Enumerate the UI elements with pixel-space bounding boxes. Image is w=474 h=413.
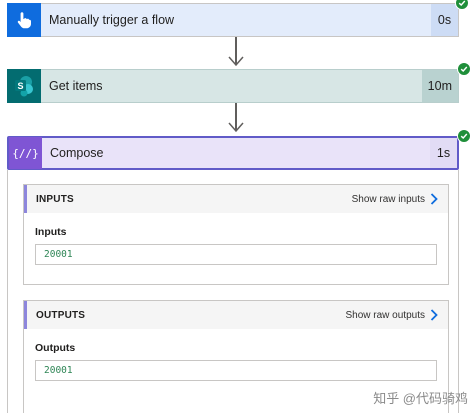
- show-raw-label: Show raw outputs: [345, 309, 426, 321]
- compose-icon-glyph: {∕∕}: [12, 146, 39, 160]
- chevron-right-icon: [430, 193, 438, 205]
- step-title: Get items: [49, 79, 103, 93]
- show-raw-outputs-link[interactable]: Show raw outputs: [346, 309, 439, 321]
- sharepoint-icon: S: [7, 69, 41, 103]
- step-compose[interactable]: {∕∕} Compose 1s: [7, 136, 459, 170]
- flow-connector-arrow: [228, 103, 244, 136]
- step-duration: 0s: [431, 4, 458, 36]
- step-get-items[interactable]: S Get items 10m: [7, 69, 459, 103]
- curly-braces-icon: {∕∕}: [9, 137, 42, 169]
- show-raw-inputs-link[interactable]: Show raw inputs: [352, 193, 438, 205]
- hand-pointer-icon: [7, 3, 41, 37]
- step-title: Manually trigger a flow: [49, 13, 175, 27]
- inputs-section-header: INPUTS Show raw inputs: [24, 185, 448, 213]
- flow-connector-arrow: [228, 37, 244, 69]
- section-header-label: INPUTS: [36, 193, 74, 205]
- section-header-label: OUTPUTS: [36, 309, 86, 321]
- step-duration: 1s: [430, 138, 457, 168]
- step-manually-trigger[interactable]: Manually trigger a flow 0s: [7, 3, 459, 37]
- outputs-section-header: OUTPUTS Show raw outputs: [24, 301, 448, 329]
- success-check-icon: [455, 0, 469, 10]
- inputs-field-label: Inputs: [35, 226, 67, 238]
- outputs-section: OUTPUTS Show raw outputs Outputs 20001: [23, 300, 449, 413]
- success-check-icon: [457, 62, 471, 76]
- outputs-field-label: Outputs: [35, 342, 76, 354]
- watermark-text: 知乎 @代码骑鸡: [373, 391, 468, 406]
- step-duration: 10m: [421, 70, 458, 102]
- show-raw-label: Show raw inputs: [351, 193, 425, 205]
- inputs-section: INPUTS Show raw inputs Inputs 20001: [23, 184, 449, 285]
- step-title: Compose: [50, 146, 104, 160]
- success-check-icon: [457, 129, 471, 143]
- outputs-value-box: 20001: [35, 360, 437, 381]
- inputs-value-box: 20001: [35, 244, 437, 265]
- chevron-right-icon: [430, 309, 438, 321]
- sharepoint-letter: S: [17, 81, 23, 91]
